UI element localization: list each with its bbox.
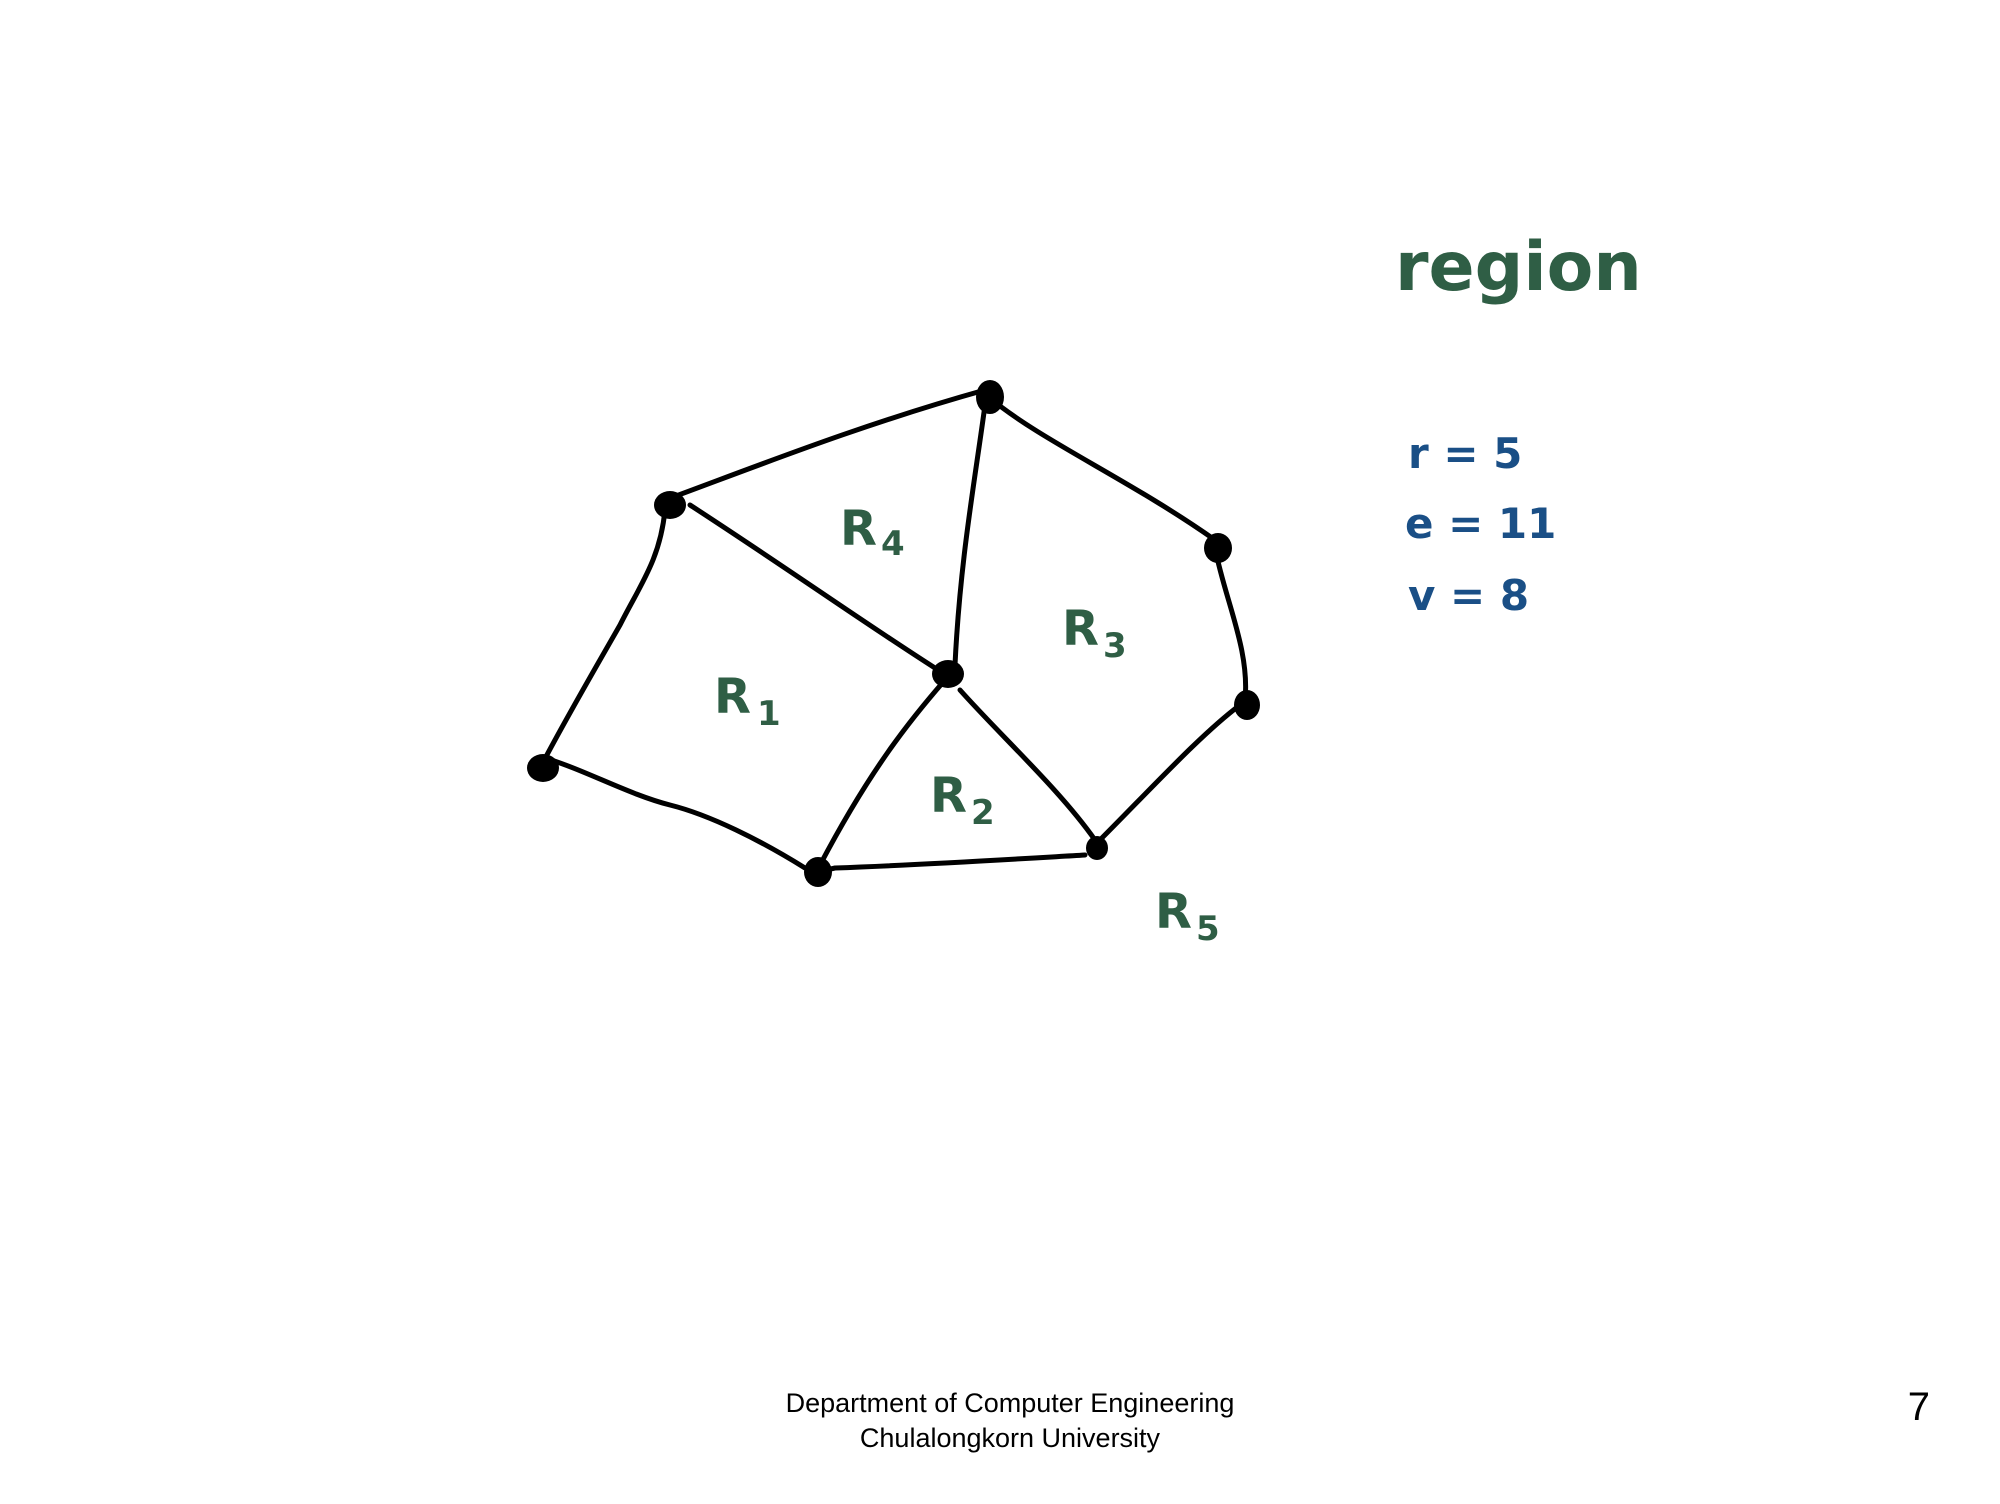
page-number: 7: [1907, 1385, 1930, 1429]
graph-edge: [542, 755, 808, 871]
graph-vertex: [1204, 533, 1232, 563]
graph-vertex: [654, 491, 686, 519]
graph-vertex: [1086, 836, 1108, 860]
vertex-count: v = 8: [1408, 571, 1529, 620]
region-heading: region: [1395, 228, 1642, 307]
graph-vertex: [976, 380, 1004, 414]
graph-edge: [662, 387, 988, 503]
region-count: r = 5: [1408, 429, 1522, 478]
graph-edge: [812, 852, 1088, 878]
graph-edge: [1092, 702, 1243, 848]
footer-university: Chulalongkorn University: [859, 1423, 1161, 1453]
graph-vertex: [804, 857, 832, 887]
graph-vertex: [1234, 690, 1260, 720]
footer-department: Department of Computer Engineering: [785, 1388, 1235, 1418]
graph-edge: [537, 507, 668, 771]
graph-vertex: [527, 754, 559, 782]
edge-count: e = 11: [1405, 499, 1556, 548]
graph-vertex: [932, 660, 964, 688]
graph-edge: [817, 677, 948, 868]
graph-edge: [987, 395, 1218, 543]
graph-edge: [957, 687, 1098, 843]
graph-edge: [952, 402, 988, 668]
graph-edge: [1212, 545, 1249, 703]
graph-edges: [537, 387, 1249, 878]
graph-vertices: [527, 380, 1260, 887]
graph-edge: [687, 502, 938, 671]
